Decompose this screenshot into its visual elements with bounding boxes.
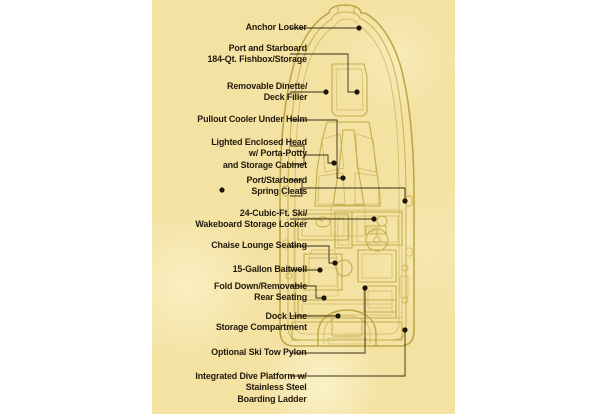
callout-dot-dock-line-storage-compartment — [335, 313, 341, 319]
leader-line-fold-down-removable-rear-seating — [290, 285, 324, 299]
callout-label-line: Storage Compartment — [215, 322, 307, 333]
callout-dot-chaise-lounge-seating — [332, 260, 338, 266]
callout-dot-integrated-dive-platform — [402, 327, 408, 333]
leader-line-optional-ski-tow-pylon — [290, 288, 366, 354]
callout-label-line: Port and Starboard — [228, 42, 307, 54]
leader-line-port-starboard-fishbox — [290, 53, 357, 93]
callout-dot-port-starboard-fishbox — [354, 89, 360, 95]
callout-label-line: Wakeboard Storage Locker — [195, 219, 307, 230]
callout-label-optional-ski-tow-pylon: Optional Ski Tow Pylon — [211, 347, 308, 359]
callout-label-line: 15-Gallon Baitwell — [232, 264, 307, 276]
callout-label-pullout-cooler-under-helm: Pullout Cooler Under Helm — [197, 114, 307, 125]
callout-dot-port-starboard-spring-cleats — [219, 187, 225, 193]
callout-label-line: Fold Down/Removable — [213, 280, 307, 292]
callout-dot-ski-wakeboard-storage-locker — [371, 216, 377, 222]
callout-dot-lighted-enclosed-head — [331, 160, 337, 166]
boat-deck-plan-view — [279, 4, 415, 347]
leader-line-lighted-enclosed-head — [290, 145, 334, 165]
callout-dot-baitwell — [317, 267, 323, 273]
callout-label-removable-dinette-deck-filler: Removable Dinette/Deck Filler — [227, 81, 307, 103]
callout-label-line: Integrated Dive Platform w/ — [195, 371, 307, 383]
callout-label-line: Lighted Enclosed Head — [211, 137, 307, 149]
callout-label-line: 184-Qt. Fishbox/Storage — [207, 54, 308, 65]
callout-label-line: Pullout Cooler Under Helm — [196, 114, 307, 126]
callout-dot-anchor-locker — [356, 25, 362, 31]
callout-dot-removable-dinette-deck-filler — [323, 89, 329, 95]
callout-dot-pullout-cooler-under-helm — [340, 175, 346, 181]
callout-dot-fold-down-removable-rear-seating — [321, 295, 327, 301]
callout-dot-optional-ski-tow-pylon — [362, 285, 368, 291]
callout-label-line: Boarding Ladder — [237, 393, 307, 405]
callout-dot-port-starboard-spring-cleats — [402, 198, 408, 204]
callout-label-line: Spring Cleats — [251, 186, 307, 197]
callout-label-line: and Storage Cabinet — [222, 159, 307, 171]
callout-label-line: Stainless Steel — [246, 382, 307, 394]
callout-label-line: Optional Ski Tow Pylon — [211, 347, 308, 359]
callout-label-line: Port/Starboard — [246, 174, 307, 186]
callout-label-line: 24-Cubic-Ft. Ski/ — [239, 207, 307, 219]
callout-label-baitwell: 15-Gallon Baitwell — [233, 264, 307, 275]
leader-line-chaise-lounge-seating — [290, 245, 335, 264]
callout-label-anchor-locker: Anchor Locker — [246, 22, 307, 33]
callout-label-line: Rear Seating — [254, 292, 307, 303]
callout-label-line: Deck Filler — [263, 92, 307, 103]
callout-label-chaise-lounge-seating: Chaise Lounge Seating — [211, 240, 307, 251]
callout-leader-lines — [219, 25, 408, 377]
callout-label-ski-wakeboard-storage-locker: 24-Cubic-Ft. Ski/Wakeboard Storage Locke… — [195, 208, 307, 230]
callout-label-line: Chaise Lounge Seating — [211, 240, 307, 252]
callout-label-line: Removable Dinette/ — [226, 80, 307, 92]
callout-label-line: Dock Line — [265, 310, 308, 322]
callout-label-line: Anchor Locker — [245, 22, 307, 34]
callout-label-integrated-dive-platform: Integrated Dive Platform w/Stainless Ste… — [196, 371, 307, 405]
leader-line-pullout-cooler-under-helm — [290, 119, 343, 179]
callout-label-line: w/ Porta-Potty — [248, 148, 307, 160]
leader-line-integrated-dive-platform — [290, 330, 406, 377]
